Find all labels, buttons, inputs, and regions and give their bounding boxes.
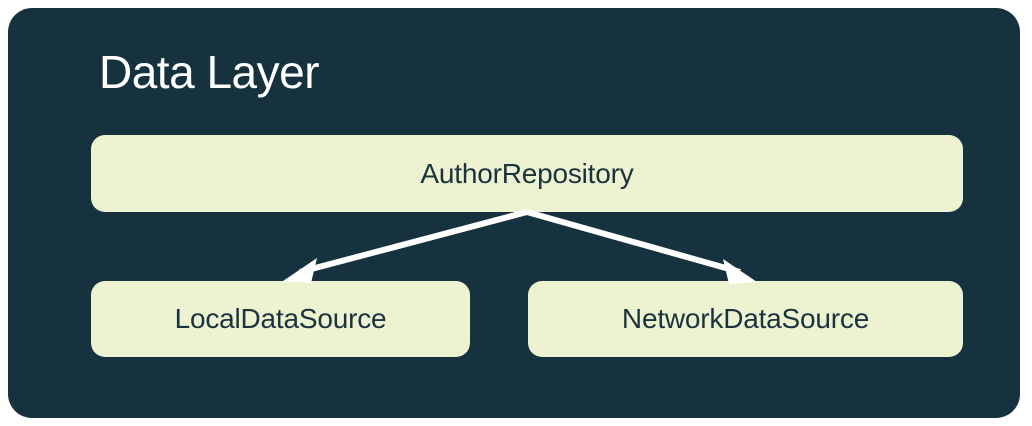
node-network-data-source[interactable]: NetworkDataSource — [528, 281, 963, 357]
node-author-repository-label: AuthorRepository — [420, 157, 634, 189]
node-network-data-source-label: NetworkDataSource — [621, 303, 870, 334]
page-title: Data Layer — [99, 46, 320, 98]
node-author-repository[interactable]: AuthorRepository — [91, 135, 963, 212]
node-local-data-source[interactable]: LocalDataSource — [91, 281, 470, 357]
node-local-data-source-label: LocalDataSource — [174, 303, 387, 334]
